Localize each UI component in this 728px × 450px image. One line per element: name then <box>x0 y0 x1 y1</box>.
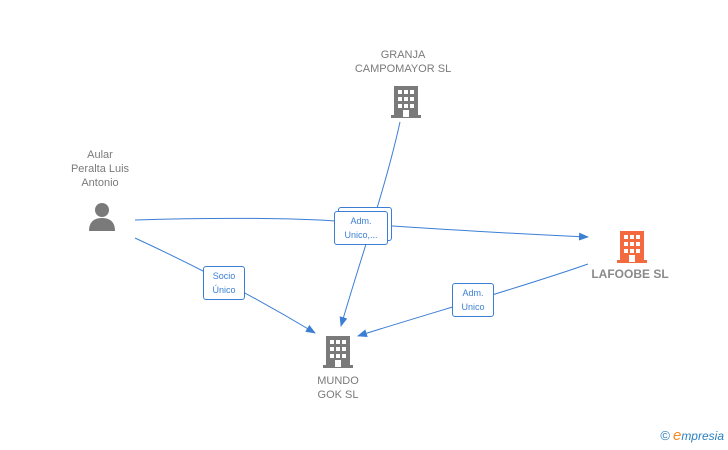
edge-label-adm-unico[interactable]: Adm. Unico <box>452 283 494 317</box>
edge-label-socio-unico[interactable]: Socio Único <box>203 266 245 300</box>
logo-wordmark: mpresia <box>681 429 724 443</box>
node-label-granja-campomayor[interactable]: GRANJA CAMPOMAYOR SL <box>354 49 452 75</box>
person-icon[interactable] <box>86 200 118 232</box>
building-icon[interactable] <box>321 333 355 369</box>
edge-label-adm-unico-multi[interactable]: Adm. Unico,... <box>334 211 388 245</box>
building-icon-highlighted[interactable] <box>615 228 649 264</box>
empresia-logo: ©empresia <box>660 427 724 444</box>
node-label-lafoobe[interactable]: LAFOOBE SL <box>591 267 669 281</box>
node-label-aular-peralta-luis-antonio[interactable]: Aular Peralta Luis Antonio <box>70 149 130 189</box>
building-icon[interactable] <box>389 83 423 119</box>
node-label-mundo-gok[interactable]: MUNDO GOK SL <box>317 375 359 401</box>
copyright-symbol: © <box>660 428 670 443</box>
logo-e-letter: e <box>672 427 682 444</box>
